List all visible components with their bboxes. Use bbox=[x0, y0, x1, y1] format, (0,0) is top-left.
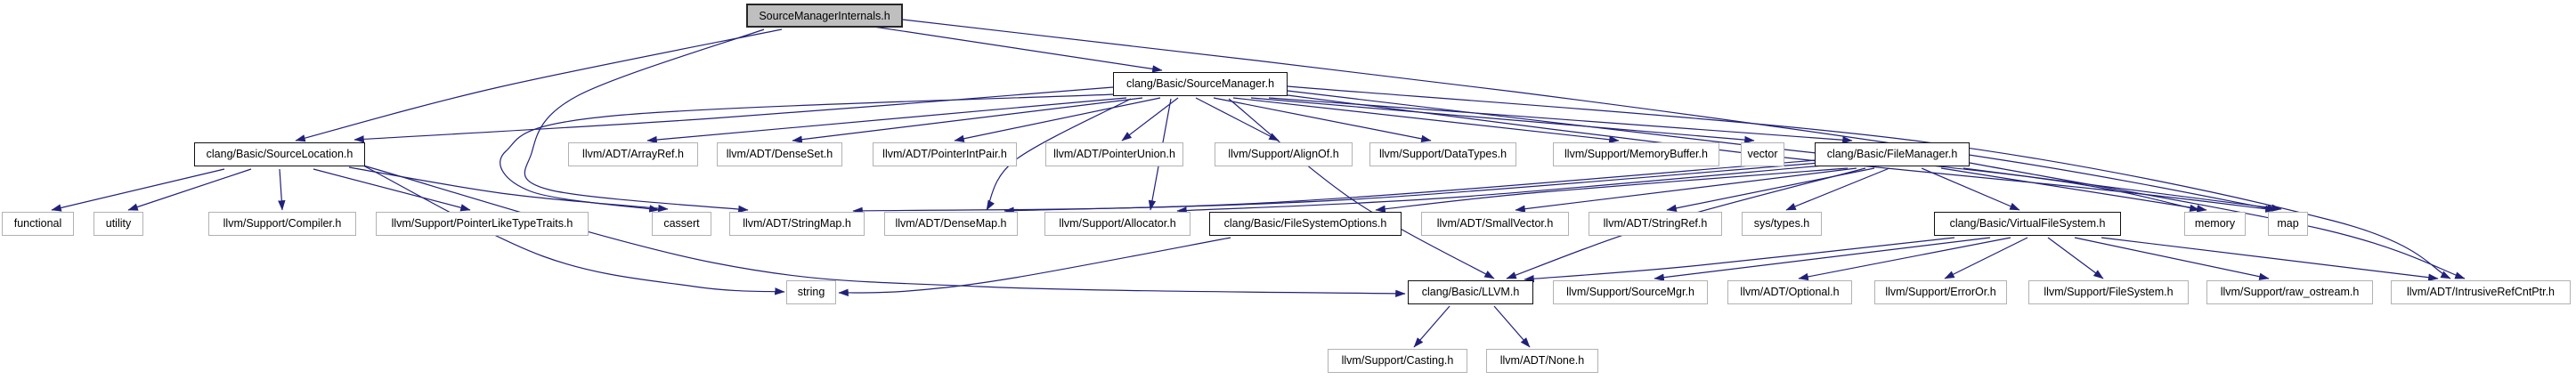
include-edge-srcmgr-pip bbox=[954, 97, 1161, 142]
graph-node-stringref: llvm/ADT/StringRef.h bbox=[1589, 212, 1722, 236]
include-edge-srcmgr-cassert bbox=[500, 93, 1116, 213]
include-edge-vfs-sourcemgr2 bbox=[1654, 237, 1991, 281]
graph-node-string: string bbox=[786, 280, 836, 304]
graph-node-erroror: llvm/Support/ErrorOr.h bbox=[1874, 280, 2007, 304]
include-edge-srcloc-cassert bbox=[348, 166, 669, 213]
graph-node-casting: llvm/Support/Casting.h bbox=[1328, 349, 1467, 373]
include-edge-filemgr-stringmap bbox=[852, 159, 1817, 214]
include-edge-vfs-rawostream bbox=[2074, 237, 2270, 280]
graph-node-memory: memory bbox=[2184, 212, 2246, 236]
graph-node-cassert: cassert bbox=[652, 212, 711, 236]
graph-node-densemap: llvm/ADT/DenseMap.h bbox=[884, 212, 1018, 236]
include-edge-srcmgr-densemap bbox=[986, 98, 1132, 211]
include-edge-srcmgr-srcloc bbox=[353, 86, 1114, 143]
graph-node-datatypes: llvm/Support/DataTypes.h bbox=[1369, 142, 1516, 166]
include-edge-filemgr-map bbox=[1962, 167, 2282, 212]
graph-node-functional: functional bbox=[2, 212, 74, 236]
include-edge-filemgr-smallvec bbox=[1515, 167, 1857, 213]
graph-node-optional: llvm/ADT/Optional.h bbox=[1727, 280, 1852, 304]
graph-node-utility: utility bbox=[93, 212, 143, 236]
graph-node-rawostream: llvm/Support/raw_ostream.h bbox=[2206, 280, 2373, 304]
graph-node-intrusive: llvm/ADT/IntrusiveRefCntPtr.h bbox=[2391, 280, 2571, 304]
graph-node-smallvec: llvm/ADT/SmallVector.h bbox=[1421, 212, 1569, 236]
include-edge-root-srcmgr bbox=[873, 26, 1163, 73]
include-edge-srcmgr-datatypes bbox=[1213, 97, 1432, 143]
include-edge-srcloc-compiler bbox=[278, 168, 286, 211]
include-edge-filemgr-densemap bbox=[1004, 162, 1821, 214]
include-edge-filemgr-memory bbox=[1940, 167, 2207, 213]
include-edge-vfs-optional bbox=[1798, 237, 2011, 281]
include-edge-srcmgr-membuf bbox=[1232, 97, 1620, 143]
include-edge-vfs-erroror bbox=[1944, 237, 2028, 279]
include-edge-srcloc-utility bbox=[127, 168, 252, 211]
graph-node-map: map bbox=[2268, 212, 2308, 236]
include-edge-root-stringmap bbox=[524, 28, 765, 214]
graph-node-arrayref: llvm/ADT/ArrayRef.h bbox=[568, 142, 698, 166]
graph-node-plikett: llvm/Support/PointerLikeTypeTraits.h bbox=[376, 212, 589, 236]
include-edge-srcmgr-denseset bbox=[792, 97, 1143, 143]
include-edge-filemgr-vfs bbox=[1921, 167, 2020, 211]
graph-node-none: llvm/ADT/None.h bbox=[1486, 349, 1598, 373]
graph-node-punion: llvm/ADT/PointerUnion.h bbox=[1045, 142, 1183, 166]
include-edge-srcloc-string bbox=[359, 163, 785, 295]
graph-node-pip: llvm/ADT/PointerIntPair.h bbox=[873, 142, 1017, 166]
graph-node-srcloc[interactable]: clang/Basic/SourceLocation.h bbox=[194, 142, 365, 166]
graph-node-membuf: llvm/Support/MemoryBuffer.h bbox=[1553, 142, 1719, 166]
include-edge-vfs-intrusive bbox=[2101, 237, 2439, 281]
include-edge-srcloc-llvm bbox=[362, 165, 1406, 298]
include-edge-filemgr-systypes bbox=[1785, 167, 1890, 211]
include-edge-srcmgr-map bbox=[1287, 94, 2276, 213]
include-edge-srcloc-plikett bbox=[313, 168, 471, 212]
graph-node-sourcemgr2: llvm/Support/SourceMgr.h bbox=[1553, 280, 1708, 304]
include-edge-srcmgr-alignof bbox=[1195, 97, 1280, 141]
graph-node-vector: vector bbox=[1741, 142, 1784, 166]
graph-node-systypes: sys/types.h bbox=[1742, 212, 1822, 236]
include-edge-srcmgr-vector bbox=[1250, 97, 1755, 144]
graph-node-alignof: llvm/Support/AlignOf.h bbox=[1215, 142, 1353, 166]
include-edge-srcloc-functional bbox=[51, 168, 225, 212]
graph-node-stringmap: llvm/ADT/StringMap.h bbox=[729, 212, 865, 236]
include-edge-fsopts-string bbox=[838, 237, 1231, 296]
include-edge-vfs-llvm bbox=[1524, 237, 1955, 283]
graph-node-filesystem: llvm/Support/FileSystem.h bbox=[2028, 280, 2189, 304]
graph-node-root: SourceManagerInternals.h bbox=[746, 4, 903, 28]
graph-node-compiler: llvm/Support/Compiler.h bbox=[208, 212, 356, 236]
include-edge-srcmgr-punion bbox=[1121, 97, 1179, 141]
include-edge-llvm-none bbox=[1493, 305, 1531, 348]
include-edge-srcmgr-intrusive bbox=[1287, 85, 2451, 279]
graph-node-filemgr[interactable]: clang/Basic/FileManager.h bbox=[1815, 142, 1970, 166]
graph-node-srcmgr[interactable]: clang/Basic/SourceManager.h bbox=[1113, 72, 1288, 96]
include-edge-vfs-filesystem bbox=[2047, 237, 2104, 279]
graph-node-allocator: llvm/Support/Allocator.h bbox=[1044, 212, 1190, 236]
include-edge-filemgr-fsopts bbox=[1375, 167, 1849, 214]
include-edge-filemgr-allocator bbox=[1176, 165, 1824, 214]
include-edge-llvm-casting bbox=[1413, 305, 1451, 348]
graph-node-llvm[interactable]: clang/Basic/LLVM.h bbox=[1408, 280, 1533, 304]
graph-node-vfs[interactable]: clang/Basic/VirtualFileSystem.h bbox=[1934, 212, 2121, 236]
graph-node-fsopts[interactable]: clang/Basic/FileSystemOptions.h bbox=[1209, 212, 1402, 236]
include-edge-root-srcloc bbox=[295, 28, 783, 142]
include-edge-root-map bbox=[902, 19, 2278, 213]
include-edge-srcmgr-llvm bbox=[1228, 98, 1495, 279]
include-edge-srcmgr-arrayref bbox=[646, 97, 1127, 144]
graph-node-denseset: llvm/ADT/DenseSet.h bbox=[717, 142, 842, 166]
